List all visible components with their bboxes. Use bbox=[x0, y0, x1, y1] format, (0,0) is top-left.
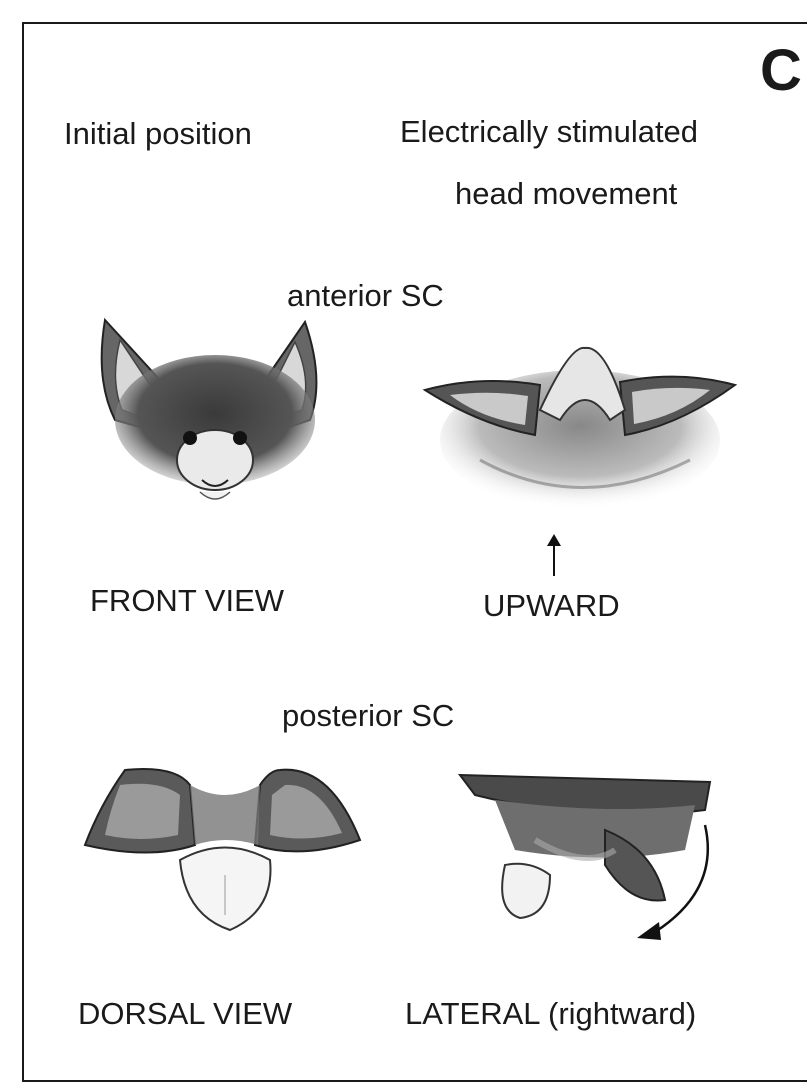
caption-dorsal-view: DORSAL VIEW bbox=[78, 998, 292, 1029]
caption-upward: UPWARD bbox=[483, 590, 620, 621]
header-initial-position: Initial position bbox=[64, 118, 252, 149]
bat-upward-drawing bbox=[420, 340, 740, 520]
header-stimulated-line1: Electrically stimulated bbox=[400, 116, 698, 147]
curved-arrow-icon bbox=[625, 820, 725, 950]
panel-letter: C bbox=[760, 42, 802, 100]
bat-dorsal-view-drawing bbox=[80, 765, 370, 935]
header-stimulated-line2: head movement bbox=[455, 178, 677, 209]
caption-lateral-rightward: LATERAL (rightward) bbox=[405, 998, 696, 1029]
arrow-up-icon bbox=[544, 532, 564, 578]
section-title-posterior: posterior SC bbox=[282, 700, 454, 731]
caption-front-view: FRONT VIEW bbox=[90, 585, 284, 616]
section-title-anterior: anterior SC bbox=[287, 280, 444, 311]
bat-front-view-drawing bbox=[90, 310, 340, 520]
